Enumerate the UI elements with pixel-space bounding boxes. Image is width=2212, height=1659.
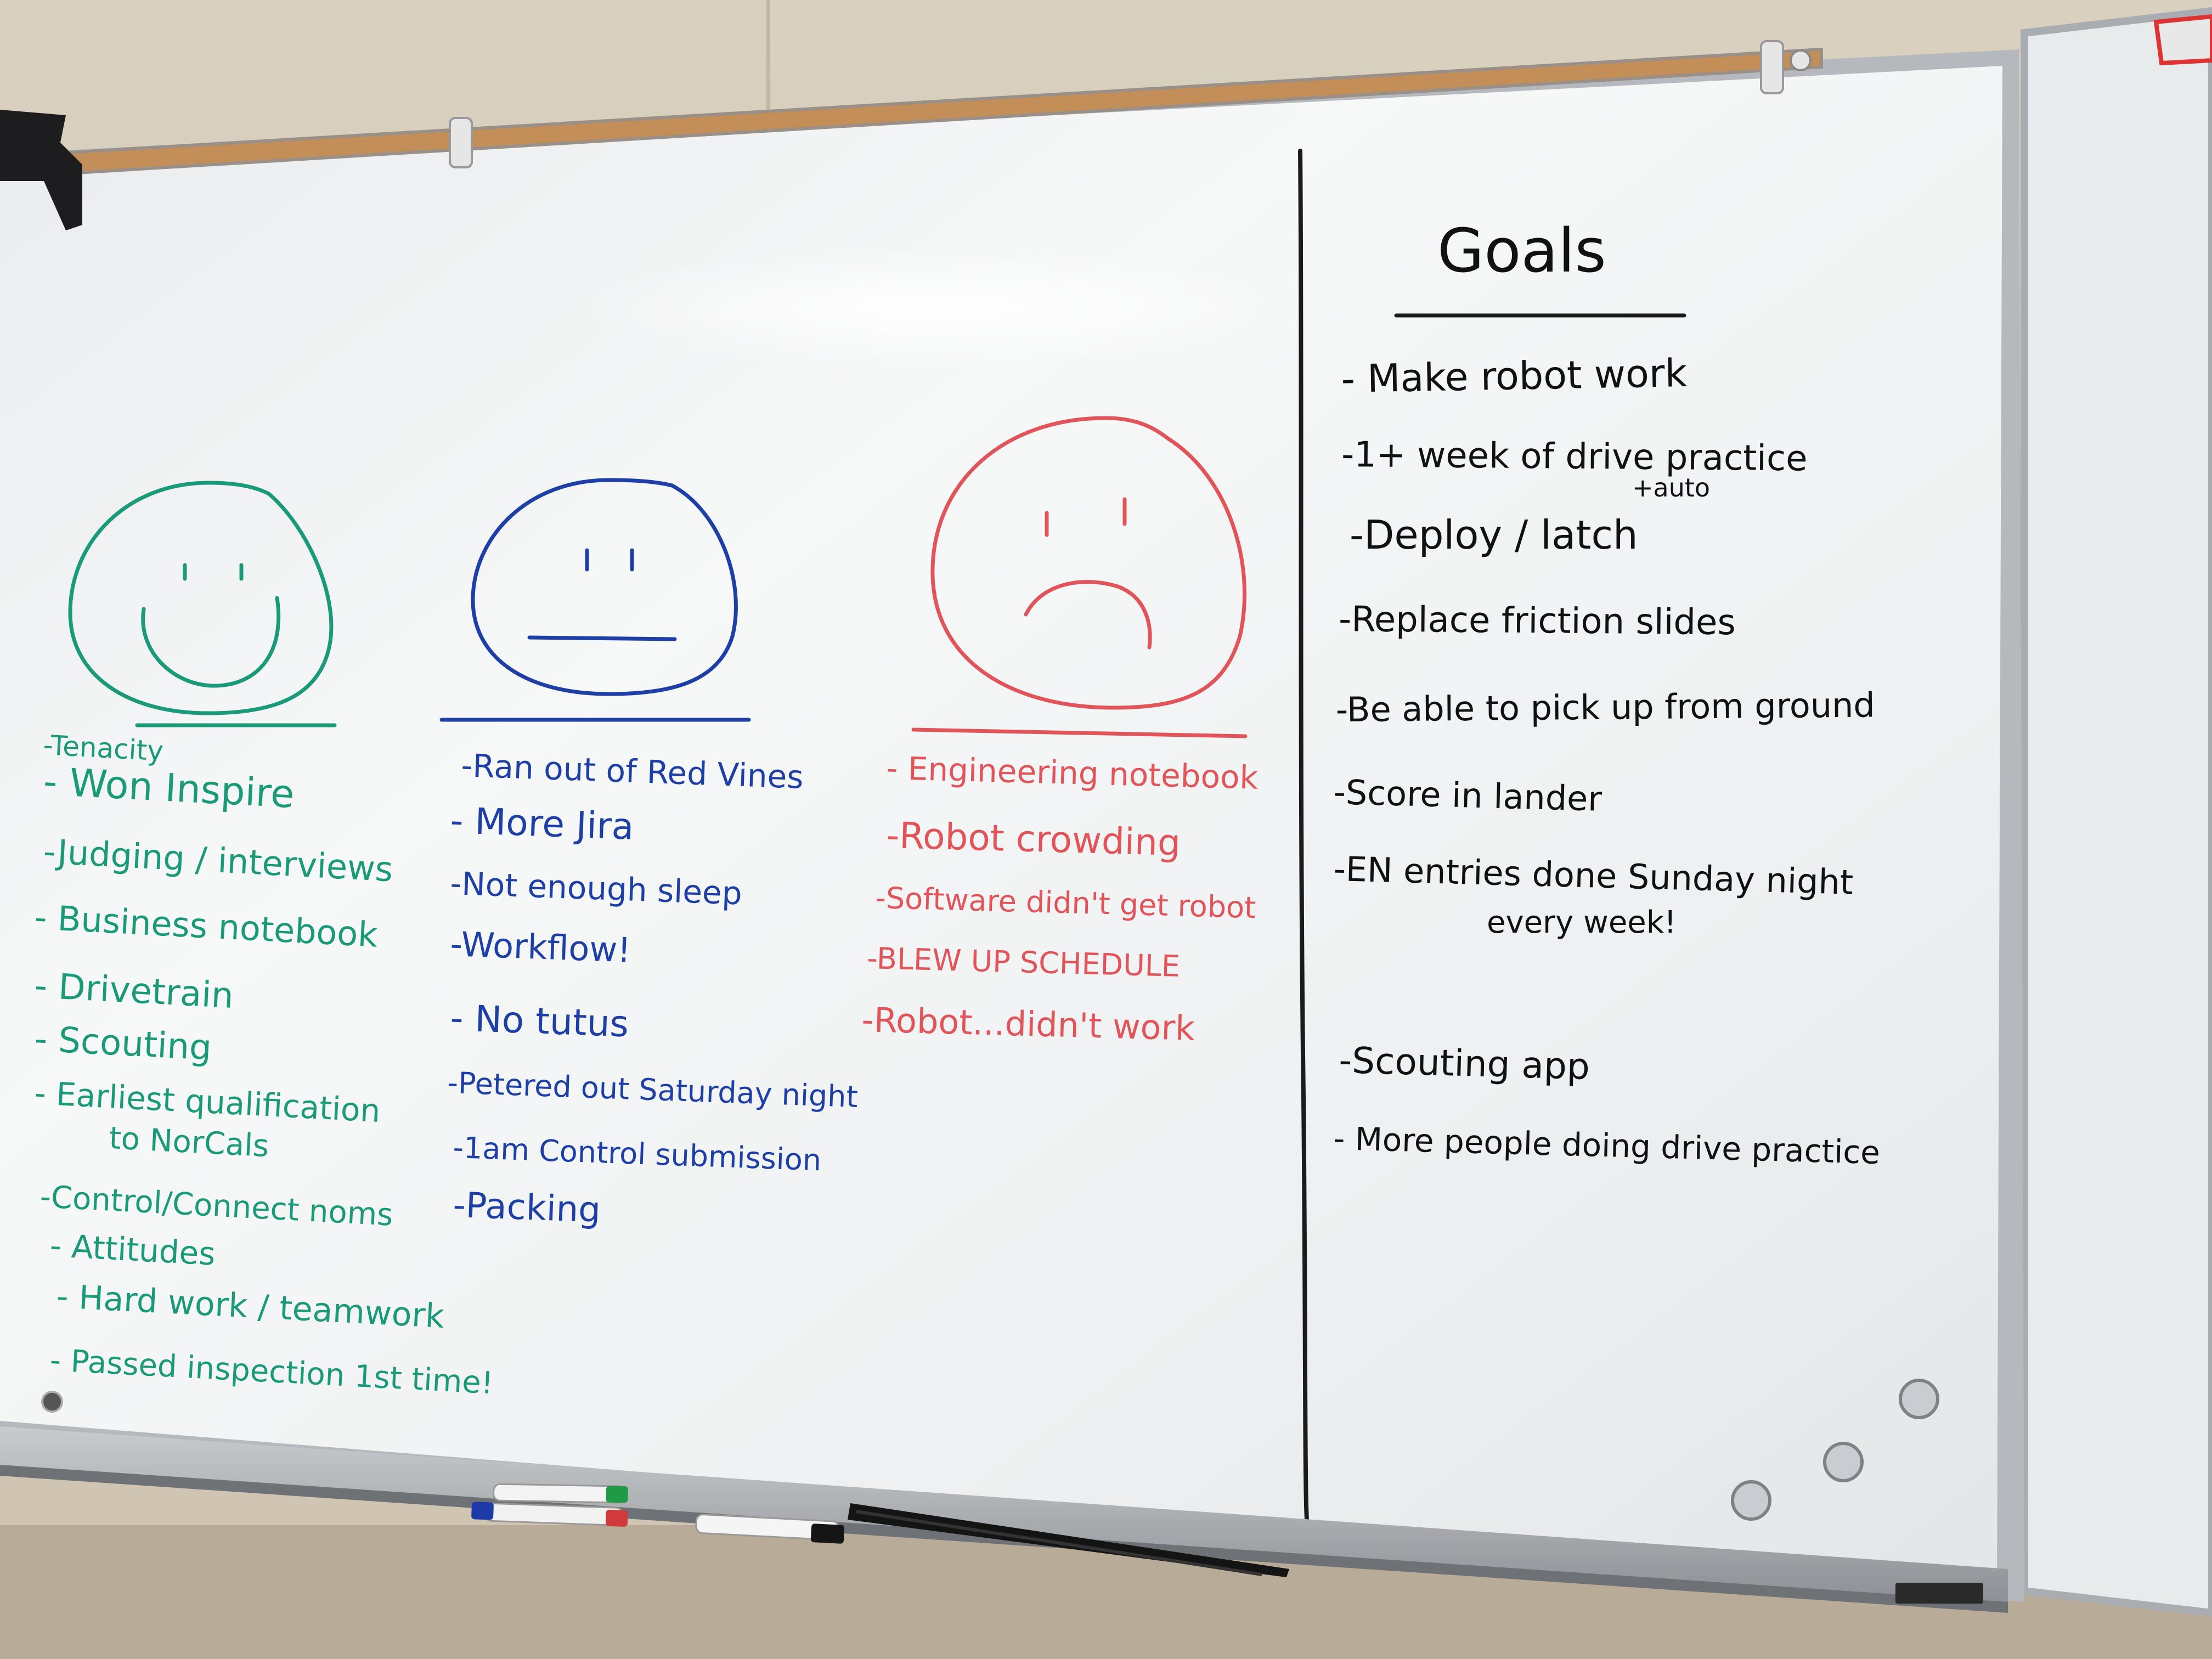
goal-item: -Be able to pick up from ground	[1335, 685, 1875, 730]
goal-item: -1+ week of drive practice	[1341, 435, 1808, 479]
sad-item: -BLEW UP SCHEDULE	[867, 941, 1181, 984]
adjacent-whiteboard	[2021, 7, 2212, 1617]
goal-item: -Replace friction slides	[1339, 599, 1736, 643]
goal-item: +auto	[1632, 473, 1710, 503]
magnet	[1899, 1379, 1939, 1419]
neutral-face-icon	[439, 478, 751, 722]
smiley-face-icon	[68, 481, 337, 727]
wall-sign-corner	[2153, 14, 2212, 66]
sad-item: -Robot...didn't work	[861, 1000, 1195, 1048]
goal-item: -Score in lander	[1333, 772, 1603, 819]
goals-list: Goals - Make robot work -1+ week of driv…	[1333, 216, 1881, 1171]
magnet	[41, 1391, 63, 1413]
divider-line	[1298, 149, 1309, 1522]
wall-bracket	[0, 110, 82, 230]
neutral-item: -Workflow!	[449, 924, 631, 970]
goals-title: Goals	[1437, 216, 1606, 286]
brand-sticker	[1895, 1583, 1983, 1604]
goal-item: -Scouting app	[1339, 1039, 1590, 1088]
magnet	[1731, 1480, 1771, 1521]
sad-face-icon	[911, 416, 1248, 738]
marker-set	[471, 1483, 1289, 1577]
happy-item: -Tenacity	[42, 729, 164, 767]
magnet	[1823, 1442, 1864, 1482]
neutral-item: - No tutus	[449, 997, 629, 1045]
neutral-item: - More Jira	[449, 799, 634, 848]
goal-item: -Deploy / latch	[1350, 512, 1638, 558]
goal-item: every week!	[1487, 905, 1677, 940]
map-clip	[1760, 40, 1784, 94]
marker-tray	[0, 1426, 2008, 1602]
goal-item: - Make robot work	[1341, 351, 1688, 402]
neutral-item: -Packing	[452, 1185, 601, 1231]
light-glare	[576, 247, 1289, 368]
happy-item: to NorCals	[108, 1120, 269, 1164]
happy-item: - Scouting	[33, 1019, 212, 1069]
whiteboard-surface	[0, 66, 2002, 1580]
happy-item: - Attitudes	[49, 1227, 216, 1273]
sad-item: -Robot crowding	[886, 814, 1181, 864]
map-clip	[449, 117, 473, 168]
